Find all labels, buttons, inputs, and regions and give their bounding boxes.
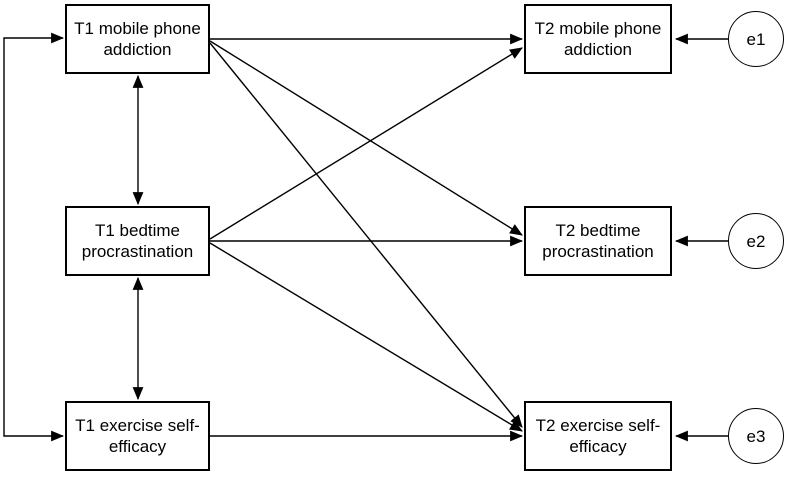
edge-t1-mobile-phone-addiction--t1-exercise-self-efficacy — [3, 32, 65, 442]
node-error-e1: e1 — [728, 11, 784, 67]
node-t1-exercise-self-efficacy: T1 exercise self- efficacy — [65, 401, 210, 471]
node-t1-bedtime-procrastination: T1 bedtime procrastination — [65, 206, 210, 276]
edge-t1-mobile-phone-addiction--t2-bedtime-procrastination — [209, 40, 523, 236]
node-t2-exercise-self-efficacy: T2 exercise self- efficacy — [524, 401, 672, 471]
node-t2-bedtime-procrastination: T2 bedtime procrastination — [524, 206, 672, 276]
edge-t1-bedtime-procrastination--t2-mobile-phone-addiction — [209, 47, 523, 240]
node-t2-mobile-phone-addiction: T2 mobile phone addiction — [524, 4, 672, 74]
edge-t1-mobile-phone-addiction--t2-exercise-self-efficacy — [209, 42, 523, 428]
node-t1-mobile-phone-addiction: T1 mobile phone addiction — [65, 4, 210, 74]
edge-t1-bedtime-procrastination--t2-exercise-self-efficacy — [209, 242, 523, 432]
node-error-e3: e3 — [728, 408, 784, 464]
node-error-e2: e2 — [728, 213, 784, 269]
